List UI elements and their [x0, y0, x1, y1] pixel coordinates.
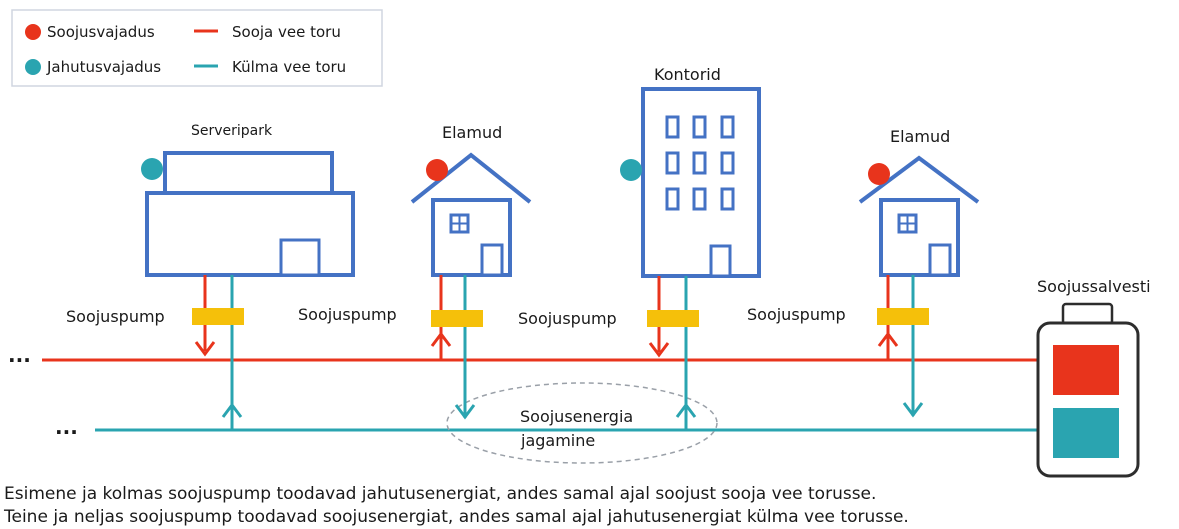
heat-sharing: Soojusenergia jagamine: [446, 382, 718, 464]
cold-pipe-ellipsis: ...: [55, 415, 78, 439]
arrow-up-warm-2: [430, 331, 452, 347]
storage-cap: [1061, 302, 1114, 326]
arrow-down-warm-3: [648, 342, 670, 358]
legend-cool-demand: Jahutusvajadus: [46, 58, 161, 76]
legend-warm-pipe: Sooja vee toru: [232, 23, 341, 41]
heat-pump-4: [877, 308, 929, 325]
caption-line-2: Teine ja neljas soojuspump toodavad sooj…: [3, 507, 909, 527]
sharing-ellipse: [446, 382, 718, 464]
homes-1-roof: [410, 152, 532, 204]
arrow-up-warm-4: [877, 331, 899, 347]
offices-label: Kontorid: [654, 65, 721, 84]
cool-demand-icon: [25, 59, 41, 75]
storage-cold-part: [1053, 408, 1119, 458]
storage-warm-part: [1053, 345, 1119, 395]
arrow-up-cold-1: [221, 402, 243, 418]
homes-2-label: Elamud: [890, 127, 950, 146]
arrow-down-warm-1: [194, 341, 216, 357]
heat-demand-indicator: [426, 159, 448, 181]
heat-pump-3-label: Soojuspump: [518, 309, 617, 328]
warm-pipe-ellipsis: ...: [8, 343, 31, 367]
homes-2-door: [928, 243, 952, 277]
legend-box: [11, 9, 383, 87]
legend-heat-demand: Soojusvajadus: [47, 23, 155, 41]
homes-2: Elamud Soojuspump: [747, 127, 980, 418]
cool-demand-indicator: [141, 158, 163, 180]
homes-1: Elamud Soojuspump: [298, 123, 532, 420]
heat-storage-label: Soojussalvesti: [1037, 277, 1151, 296]
server-park-door: [279, 238, 321, 277]
legend: Soojusvajadus Sooja vee toru Jahutusvaja…: [11, 9, 383, 87]
server-park-label: Serveripark: [191, 123, 273, 139]
sharing-label-line1: Soojusenergia: [520, 407, 633, 426]
heat-pump-3: [647, 310, 699, 327]
legend-cold-pipe: Külma vee toru: [232, 58, 346, 76]
heat-pump-4-label: Soojuspump: [747, 305, 846, 324]
offices-door: [709, 244, 732, 278]
heat-storage: Soojussalvesti: [1036, 277, 1151, 478]
homes-2-roof: [858, 155, 980, 204]
homes-1-door: [480, 243, 504, 277]
caption-line-1: Esimene ja kolmas soojuspump toodavad ja…: [4, 484, 876, 504]
sharing-label-line2: jagamine: [520, 431, 595, 450]
arrow-down-cold-2: [454, 404, 476, 420]
heat-pump-1-label: Soojuspump: [66, 307, 165, 326]
server-park: Serveripark Soojuspump: [66, 123, 355, 430]
offices: Kontorid Soojuspump: [518, 65, 761, 430]
arrow-down-cold-4: [902, 402, 924, 418]
heat-pump-1: [192, 308, 244, 325]
heat-pump-2: [431, 310, 483, 327]
arrow-up-cold-3: [675, 402, 697, 418]
heat-demand-indicator: [868, 163, 890, 185]
cool-demand-indicator: [620, 159, 642, 181]
heat-demand-icon: [25, 24, 41, 40]
server-park-upper: [163, 151, 334, 195]
homes-1-label: Elamud: [442, 123, 502, 142]
heat-pump-2-label: Soojuspump: [298, 305, 397, 324]
server-park-body: [145, 191, 355, 277]
homes-2-body: [879, 198, 960, 277]
main-pipes: ... ...: [8, 343, 1040, 439]
